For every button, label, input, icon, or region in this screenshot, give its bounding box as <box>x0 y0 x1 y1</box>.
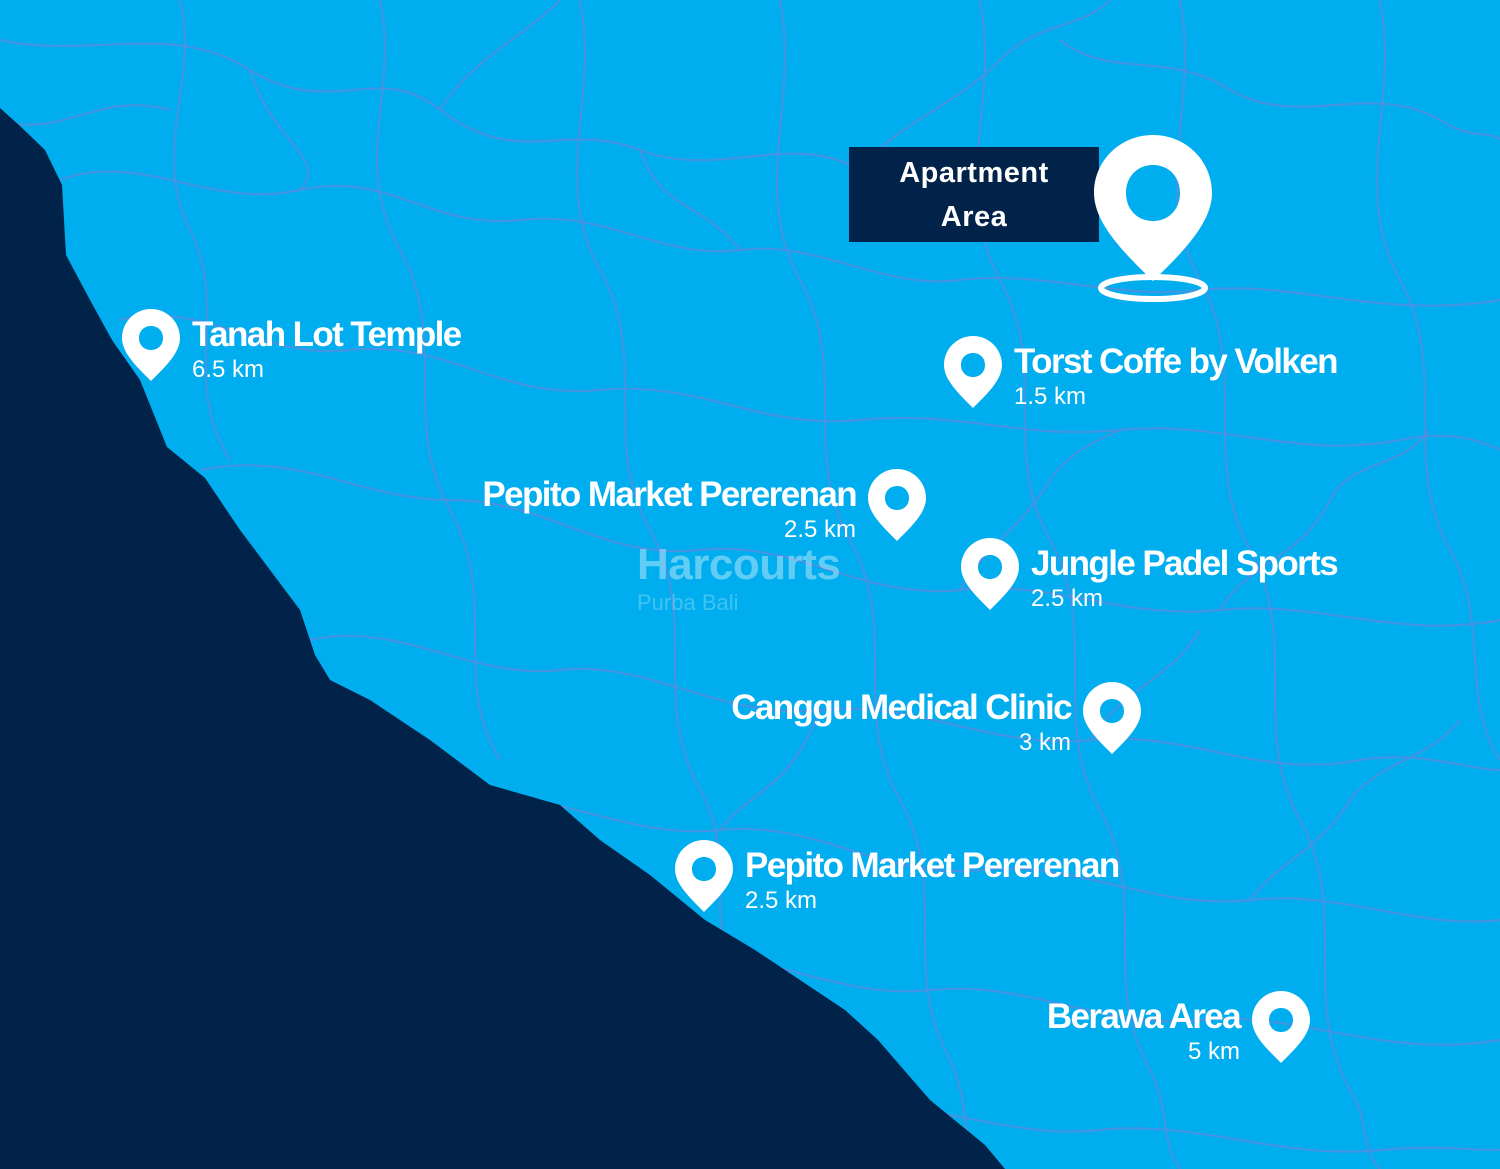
poi-distance: 5 km <box>1187 1038 1240 1065</box>
location-pin-icon <box>868 469 926 541</box>
watermark-brand: Harcourts <box>637 540 841 589</box>
poi-jungle-padel[interactable]: Jungle Padel Sports 2.5 km <box>961 538 1339 614</box>
poi-distance: 3 km <box>1018 729 1071 756</box>
poi-torst-coffe[interactable]: Torst Coffe by Volken 1.5 km <box>944 336 1339 412</box>
location-pin-icon <box>961 538 1019 610</box>
poi-name: Torst Coffe by Volken <box>1014 342 1339 381</box>
harcourts-watermark: Harcourts Purba Bali <box>637 540 841 616</box>
location-pin-icon <box>944 336 1002 408</box>
watermark-subtitle: Purba Bali <box>637 590 739 615</box>
location-pin-icon[interactable] <box>1094 135 1212 303</box>
poi-distance: 2.5 km <box>745 887 818 914</box>
poi-name: Jungle Padel Sports <box>1031 544 1339 583</box>
poi-distance: 2.5 km <box>783 516 856 543</box>
poi-distance: 6.5 km <box>192 356 265 383</box>
poi-distance: 2.5 km <box>1031 585 1104 612</box>
poi-name: Pepito Market Pererenan <box>745 846 1120 885</box>
poi-distance: 1.5 km <box>1014 383 1087 410</box>
poi-canggu-medical-clinic[interactable]: Canggu Medical Clinic 3 km <box>731 682 1141 758</box>
poi-pepito-market-2[interactable]: Pepito Market Pererenan 2.5 km <box>675 840 1120 916</box>
apartment-label-line1: Apartment <box>899 156 1049 189</box>
poi-name: Berawa Area <box>1046 997 1242 1036</box>
poi-name: Pepito Market Pererenan <box>482 475 857 514</box>
location-pin-icon <box>675 840 733 912</box>
apartment-label-line2: Area <box>940 200 1008 233</box>
location-pin-icon <box>122 309 180 381</box>
poi-name: Canggu Medical Clinic <box>731 688 1072 727</box>
poi-tanah-lot-temple[interactable]: Tanah Lot Temple 6.5 km <box>122 309 462 385</box>
poi-name: Tanah Lot Temple <box>192 315 462 354</box>
poi-berawa-area[interactable]: Berawa Area 5 km <box>1046 991 1310 1067</box>
poi-pepito-market-1[interactable]: Pepito Market Pererenan 2.5 km <box>482 469 926 545</box>
location-pin-icon <box>1252 991 1310 1063</box>
location-pin-icon <box>1083 682 1141 754</box>
